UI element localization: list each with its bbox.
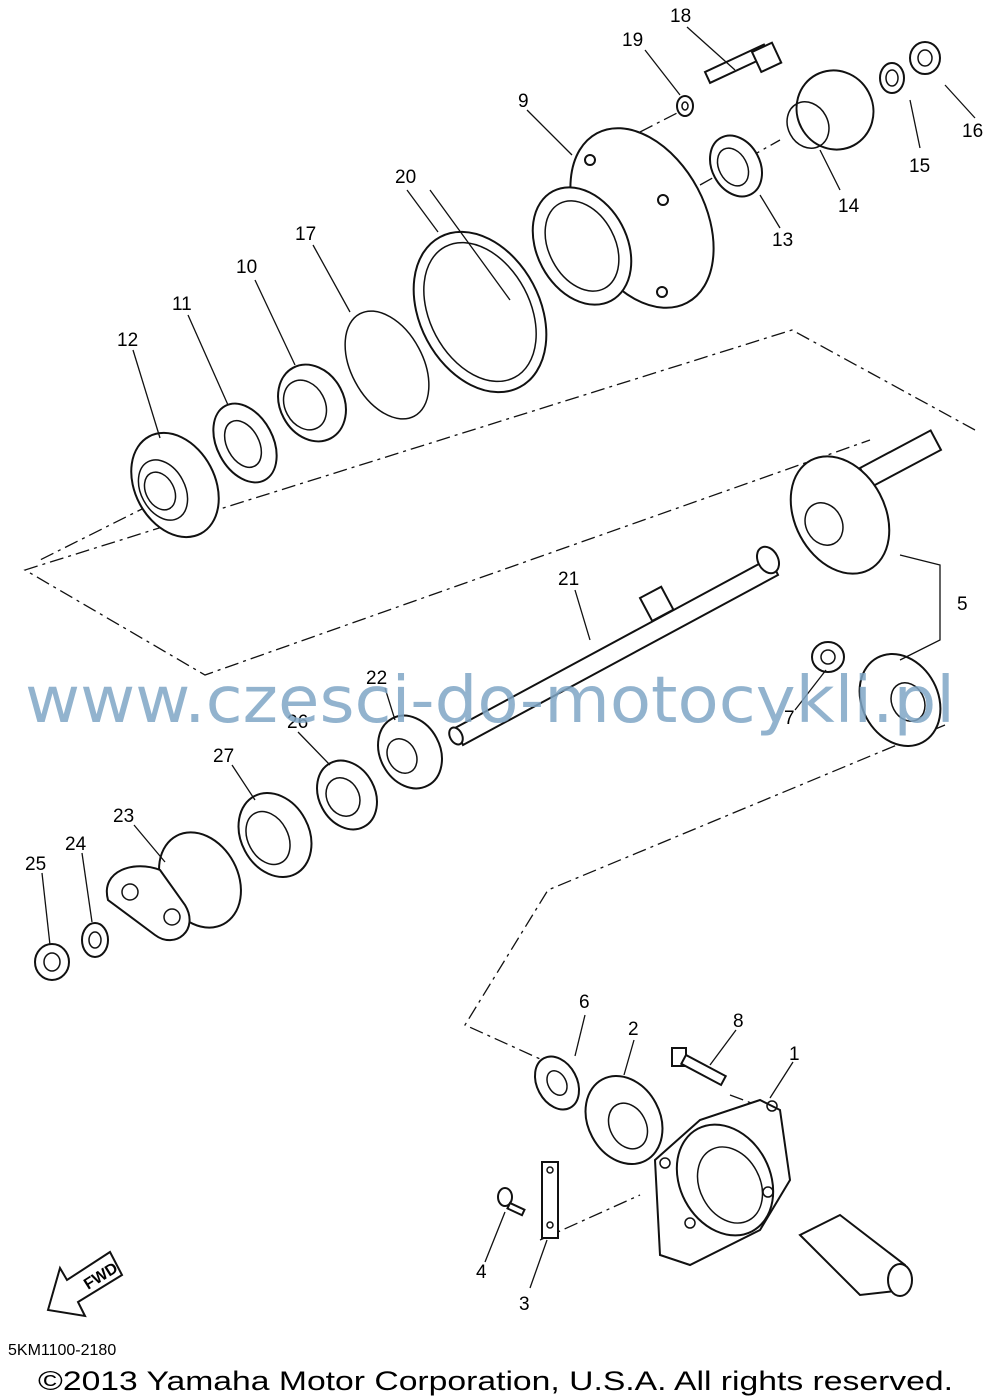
seal-part-13 xyxy=(709,134,763,198)
housing-part-9 xyxy=(531,127,715,309)
gear-set-part-5 xyxy=(789,429,943,747)
plate-part-3 xyxy=(541,1161,559,1239)
callout-25: 25 xyxy=(25,854,46,875)
callout-3: 3 xyxy=(519,1294,530,1315)
screw-part-4 xyxy=(497,1187,526,1217)
callout-10: 10 xyxy=(236,257,257,278)
nut-part-7 xyxy=(811,641,845,673)
callout-1: 1 xyxy=(789,1044,800,1065)
seal-part-27 xyxy=(237,791,313,879)
callout-17: 17 xyxy=(295,224,316,245)
callout-15: 15 xyxy=(909,156,930,177)
callout-16: 16 xyxy=(962,121,983,142)
callout-23: 23 xyxy=(113,806,134,827)
diagram-code: 5KM1100-2180 xyxy=(8,1342,116,1359)
o-ring-part-17 xyxy=(344,310,430,420)
callout-8: 8 xyxy=(733,1011,744,1032)
nut-part-26 xyxy=(316,759,378,831)
bearing-part-10 xyxy=(277,363,347,443)
callout-22: 22 xyxy=(366,668,387,689)
callout-2: 2 xyxy=(628,1019,639,1040)
callout-13: 13 xyxy=(772,230,793,251)
callout-11: 11 xyxy=(172,294,192,315)
fwd-arrow-icon: FWD xyxy=(46,1250,124,1318)
bearing-part-2 xyxy=(584,1075,664,1165)
watermark: www.czesci-do-motocykli.pl xyxy=(25,664,955,738)
bolt-part-18 xyxy=(703,41,783,85)
coupling-part-14 xyxy=(786,69,875,151)
shaft-part-21 xyxy=(448,545,781,747)
callout-7: 7 xyxy=(784,708,795,729)
nut-part-25 xyxy=(34,943,70,981)
washer-part-15 xyxy=(879,62,905,94)
callout-20: 20 xyxy=(395,167,416,188)
callout-6: 6 xyxy=(579,992,590,1013)
callout-24: 24 xyxy=(65,834,87,855)
callout-5: 5 xyxy=(957,594,968,615)
callout-18: 18 xyxy=(670,6,691,27)
washer-part-6 xyxy=(533,1055,581,1111)
drive-shaft-part-bottom xyxy=(798,1213,913,1297)
callout-12: 12 xyxy=(117,330,138,351)
bolt-part-8 xyxy=(671,1047,728,1087)
callout-27: 27 xyxy=(213,746,234,767)
washer-part-24 xyxy=(81,922,109,958)
leader-lines xyxy=(41,26,976,1289)
callout-26: 26 xyxy=(287,712,308,733)
callout-21: 21 xyxy=(558,569,579,590)
callout-19: 19 xyxy=(622,30,643,51)
copyright: ©2013 Yamaha Motor Corporation, U.S.A. A… xyxy=(38,1366,953,1396)
needle-bearing-part-11 xyxy=(212,402,278,484)
nut-part-16 xyxy=(909,41,941,75)
housing-part-1 xyxy=(653,1098,792,1267)
washer-part-19 xyxy=(676,95,694,117)
callouts: 1 2 3 4 5 6 7 8 9 10 11 12 13 14 15 16 1… xyxy=(25,6,983,1315)
bearing-part-22 xyxy=(377,714,443,790)
shim-part-20 xyxy=(412,230,548,394)
callout-4: 4 xyxy=(476,1262,487,1283)
callout-14: 14 xyxy=(838,196,860,217)
bearing-part-12 xyxy=(130,431,220,539)
yoke-part-23 xyxy=(105,831,242,942)
callout-9: 9 xyxy=(518,91,529,112)
